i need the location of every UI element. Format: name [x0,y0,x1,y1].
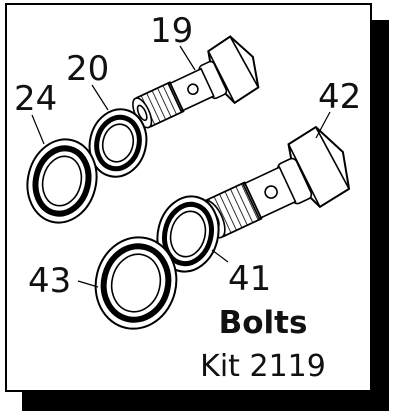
sealing-washer-43 [94,236,178,330]
kit-number: Kit 2119 [200,349,326,384]
leader-line-20 [91,84,109,111]
callout-19: 19 [150,11,193,51]
callout-42: 42 [318,77,361,117]
callout-20: 20 [66,49,109,89]
banjo-bolt-42 [200,125,351,239]
sealing-washer-20 [88,108,148,178]
callout-24: 24 [14,79,57,119]
leader-line-41 [211,249,229,263]
sealing-washer-24 [26,138,98,224]
kit-title: Bolts [219,305,308,341]
leader-line-42 [315,111,331,139]
sealing-washer-41 [156,195,220,273]
leader-line-24 [31,114,45,145]
callout-43: 43 [28,261,71,301]
callout-41: 41 [228,259,271,299]
leader-line-43 [77,280,99,288]
leader-line-19 [179,45,196,71]
